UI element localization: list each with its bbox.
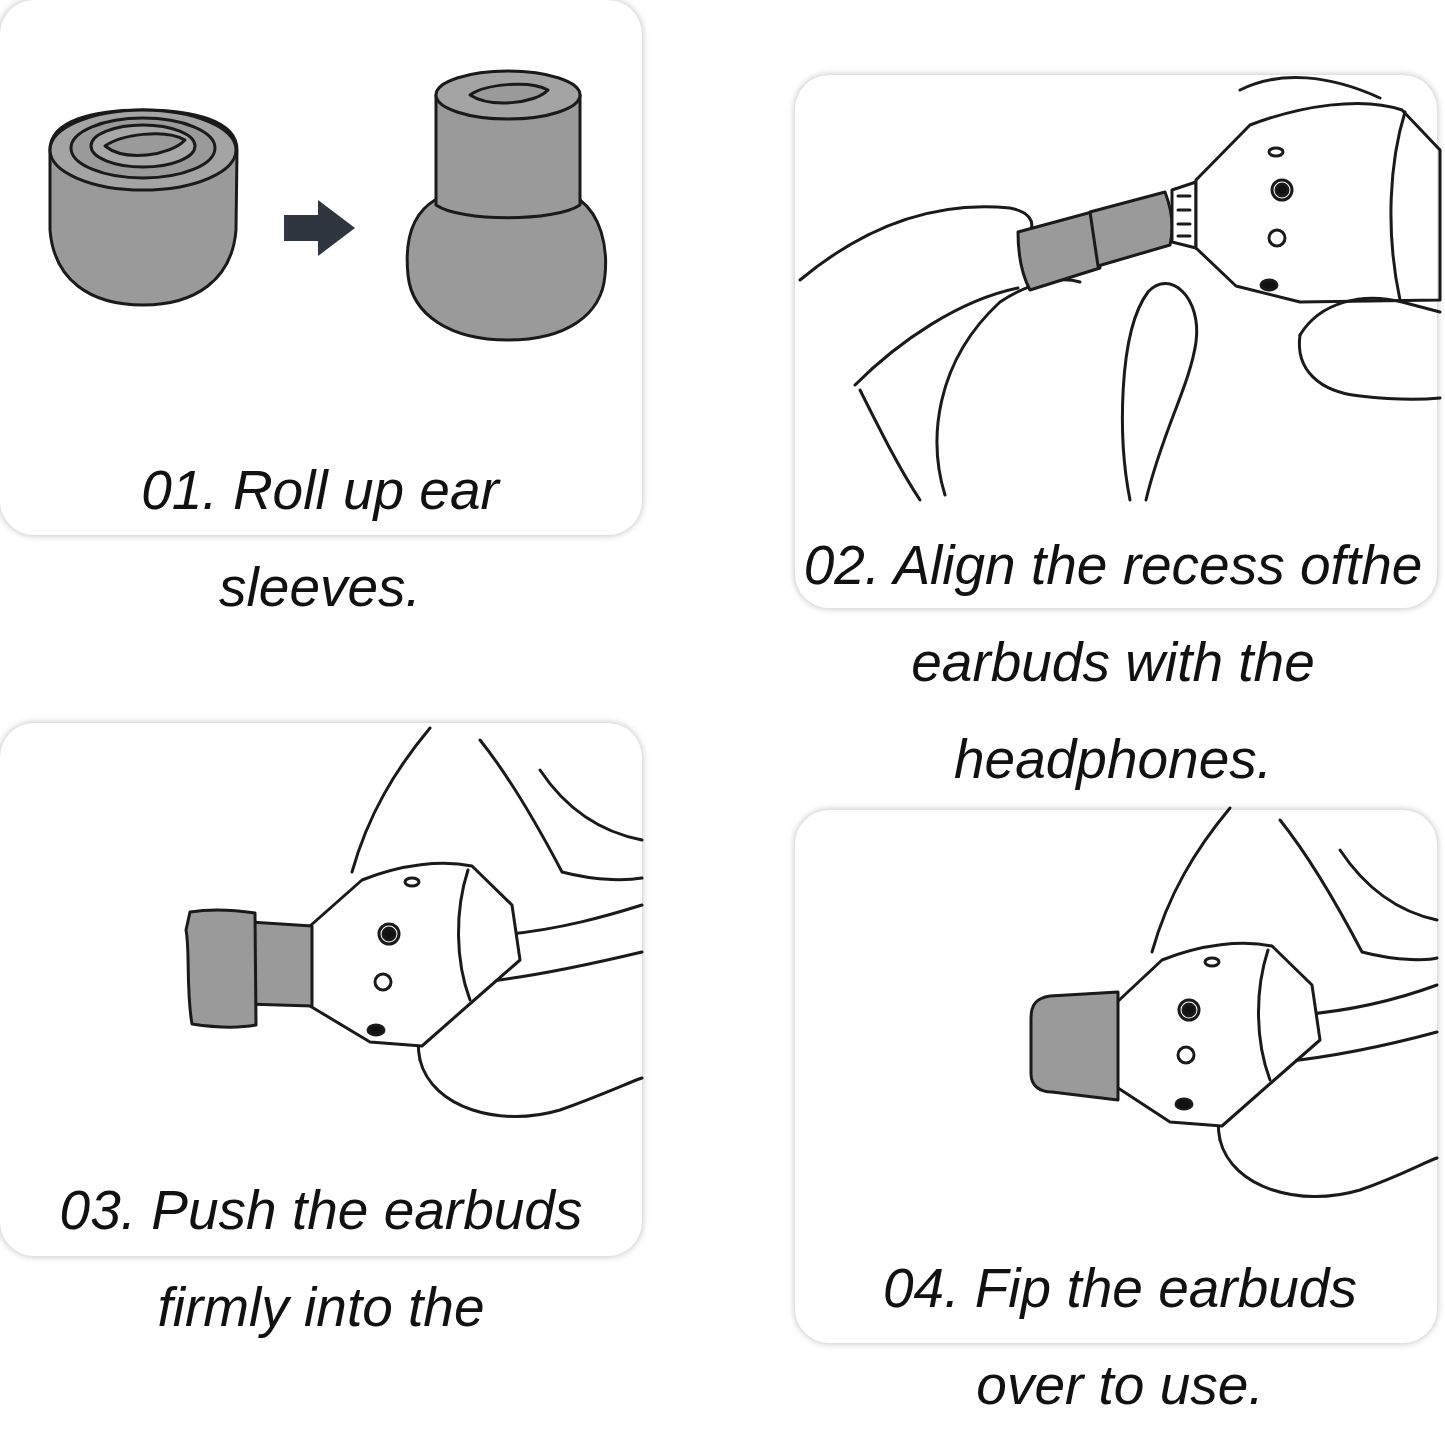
ear-sleeve [1018, 192, 1172, 290]
step-panel: 02. Align the recess ofthe earbuds with … [795, 75, 1437, 608]
step-caption: 03. Push the earbuds firmly into the [21, 1162, 621, 1356]
step-caption: 04. Fip the earbuds over to use. [840, 1240, 1400, 1434]
step-panel: 04. Fip the earbuds over to use. [795, 810, 1437, 1343]
ear-tip-unrolled [407, 71, 605, 340]
arrow-right [284, 200, 355, 256]
earbud-with-tip [1031, 943, 1320, 1126]
earbud-with-sleeve [186, 863, 520, 1046]
step-panel: 01. Roll up ear sleeves. [0, 0, 642, 535]
ear-tip-rolled [50, 110, 237, 305]
step-caption: 01. Roll up ear sleeves. [90, 442, 550, 636]
earbud [1172, 103, 1440, 302]
step-caption: 02. Align the recess ofthe earbuds with … [803, 517, 1423, 808]
step-panel: 03. Push the earbuds firmly into the [0, 723, 642, 1256]
hand-right [1240, 78, 1440, 400]
